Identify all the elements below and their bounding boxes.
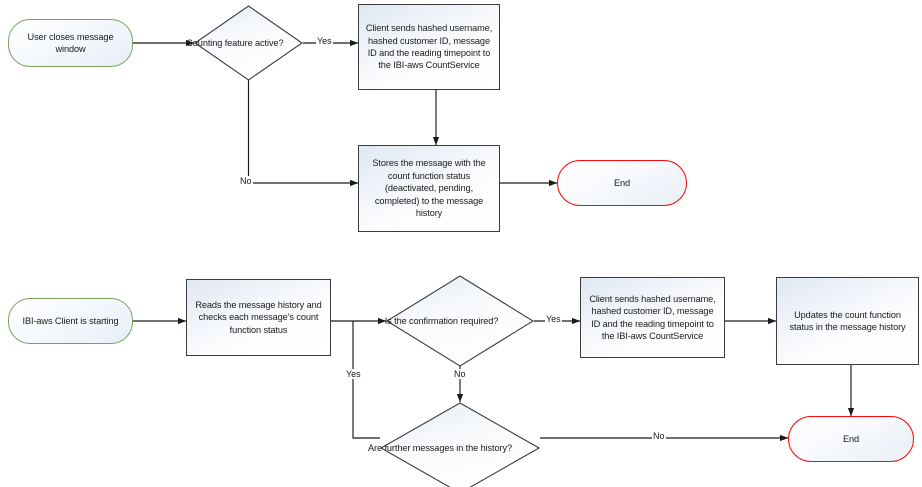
edge-counting-no-to-store: [247, 71, 359, 187]
node-user-closes-message-window[interactable]: User closes message window: [8, 19, 133, 67]
node-end-bottom[interactable]: End: [788, 416, 914, 462]
node-label: Counting feature active?: [186, 37, 284, 48]
node-reads-message-history[interactable]: Reads the message history and checks eac…: [186, 279, 331, 356]
node-are-further-messages[interactable]: Are further messages in the history?: [368, 402, 540, 487]
node-counting-feature-active[interactable]: Counting feature active?: [186, 5, 303, 81]
node-ibi-aws-client-is-starting[interactable]: IBI-aws Client is starting: [8, 298, 133, 344]
node-label: Stores the message with the count functi…: [372, 158, 486, 219]
node-label: Client sends hashed username, hashed cus…: [589, 293, 716, 341]
node-label: Updates the count function status in the…: [789, 309, 906, 332]
edge-label-counting-no: No: [239, 176, 253, 186]
diamond-shape: [386, 275, 534, 367]
diamond-shape: [194, 5, 303, 81]
node-label: End: [613, 177, 631, 188]
node-stores-message-with-status[interactable]: Stores the message with the count functi…: [358, 145, 500, 232]
edge-label-counting-yes: Yes: [316, 36, 333, 46]
diamond-shape: [380, 402, 540, 487]
node-label: Reads the message history and checks eac…: [195, 299, 322, 335]
edge-label-confirm-no: No: [453, 369, 467, 379]
edge-label-confirm-yes: Yes: [545, 314, 562, 324]
edge-label-further-no: No: [652, 431, 666, 441]
node-label: User closes message window: [27, 31, 114, 54]
node-client-sends-hashed-data-top[interactable]: Client sends hashed username, hashed cus…: [358, 4, 500, 90]
node-client-sends-hashed-data-bottom[interactable]: Client sends hashed username, hashed cus…: [580, 277, 725, 358]
node-is-confirmation-required[interactable]: Is the confirmation required?: [385, 275, 534, 367]
node-label: Client sends hashed username, hashed cus…: [365, 23, 493, 71]
node-label: Are further messages in the history?: [368, 442, 512, 453]
node-end-top[interactable]: End: [557, 160, 687, 206]
edge-label-yes-loop: Yes: [345, 369, 362, 379]
node-label: IBI-aws Client is starting: [22, 315, 119, 326]
node-updates-count-function-status[interactable]: Updates the count function status in the…: [776, 277, 919, 365]
node-label: End: [842, 433, 860, 444]
edge-yes-loop-to-further: [352, 321, 380, 439]
node-label: Is the confirmation required?: [384, 315, 499, 326]
